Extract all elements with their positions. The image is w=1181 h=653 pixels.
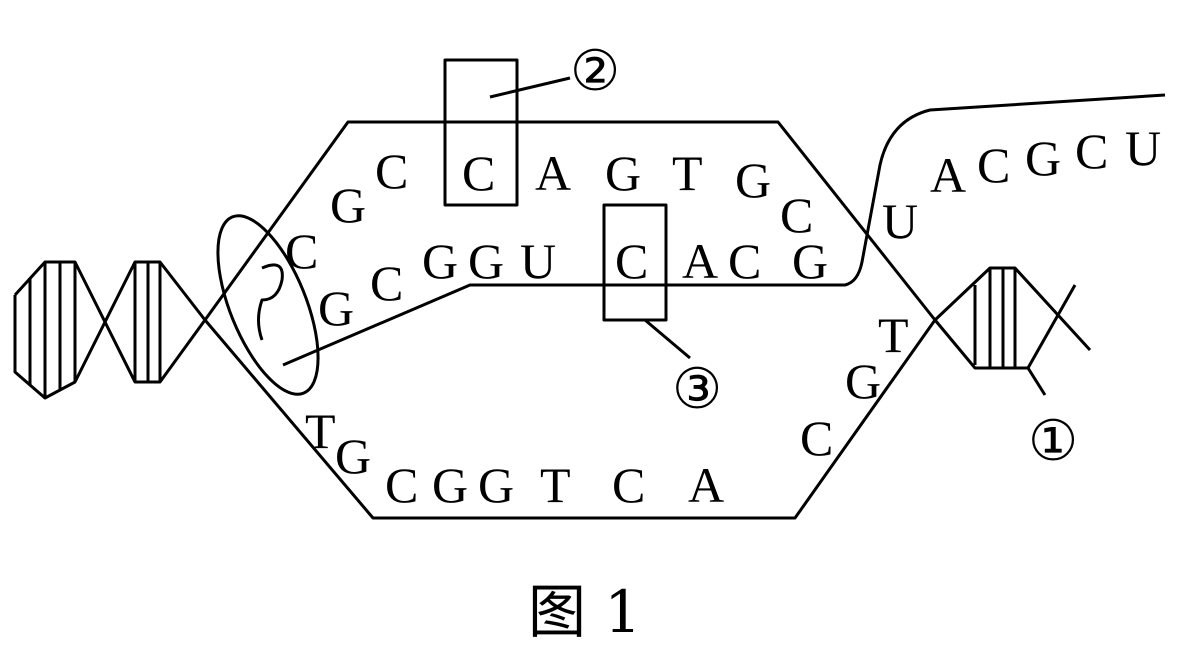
base-bottom-strand: T [540,457,571,513]
base-rna-paired: A [682,233,718,289]
coding-bottom-strand [203,319,937,520]
box-three [602,203,668,322]
base-rna-tail: C [977,137,1010,193]
base-bottom-strand: C [612,457,645,513]
rna-strand [282,93,1166,367]
base-bottom-strand: G [478,457,514,513]
base-rna-tail: U [1125,120,1161,176]
base-bottom-strand: G [432,457,468,513]
base-top-strand: G [605,145,641,201]
base-top-strand: T [672,145,703,201]
base-rna-tail: G [1025,130,1061,186]
base-bottom-right: C [800,410,833,466]
base-rna-paired: C [728,233,761,289]
base-rna-paired: G [318,280,354,336]
base-rna-tail: A [930,147,966,203]
base-top-strand: C [462,145,495,201]
figure-caption: 图 1 [528,578,641,646]
base-rna-paired: G [792,233,828,289]
base-bottom-strand: T [305,403,336,459]
right-dna-helix [933,266,1092,396]
template-top-strand [203,120,937,321]
base-rna-tail: C [1075,123,1108,179]
base-bottom-right: G [845,353,881,409]
base-top-strand: G [330,177,366,233]
base-rna-paired: C [615,233,648,289]
base-top-strand: G [735,152,771,208]
box-two [443,58,519,207]
base-rna-tail: U [882,193,918,249]
base-rna-paired: U [520,233,556,289]
base-rna-paired: G [468,233,504,289]
label-one: ① [1028,409,1078,474]
base-bottom-strand: C [385,457,418,513]
rna-polymerase [216,214,320,396]
base-top-strand: C [780,187,813,243]
base-rna-paired: G [422,233,458,289]
base-bottom-strand: G [335,428,371,484]
base-bottom-right: T [878,307,909,363]
base-top-strand: C [285,223,318,279]
left-dna-helix [13,260,207,400]
label-three: ③ [672,357,722,422]
base-bottom-strand: A [688,457,724,513]
label-two: ② [570,39,620,104]
base-rna-paired: C [370,255,403,311]
base-top-strand: C [375,143,408,199]
base-top-strand: A [535,145,571,201]
